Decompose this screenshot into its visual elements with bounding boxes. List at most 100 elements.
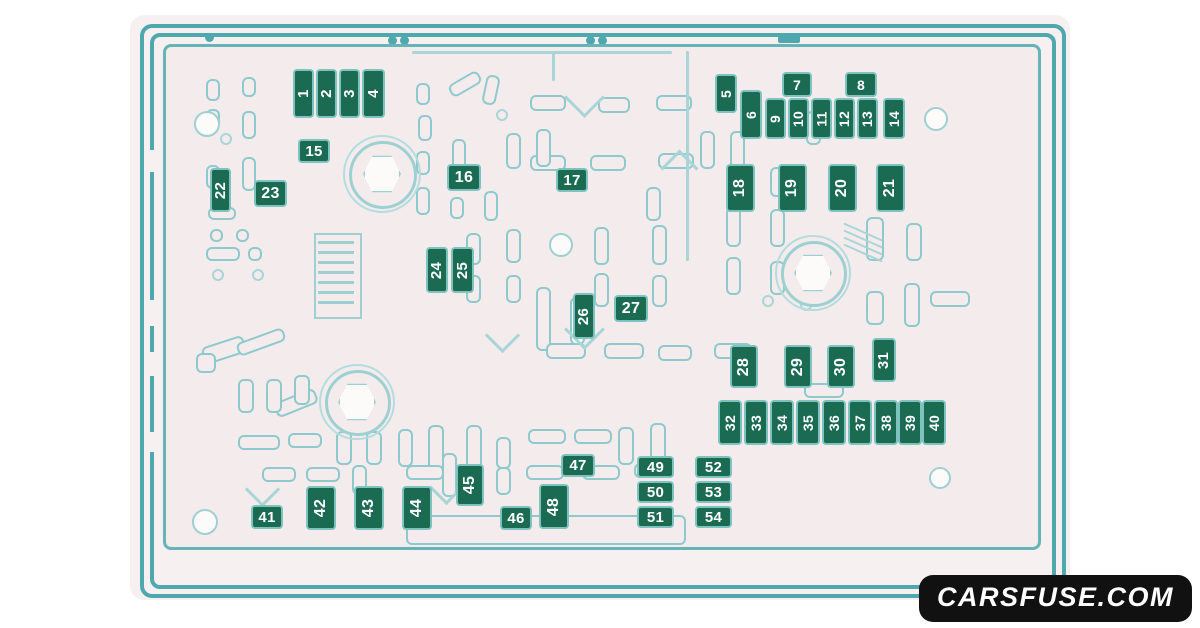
trace-slot [658, 153, 694, 169]
fuse-label: 25 [453, 261, 471, 279]
fuse-label: 43 [360, 498, 377, 518]
trace-slot [206, 79, 220, 101]
fuse-35[interactable]: 35 [796, 400, 820, 445]
trace-slot [618, 427, 634, 465]
fuse-label: 15 [305, 142, 323, 160]
trace-slot [242, 77, 256, 97]
fuse-53[interactable]: 53 [695, 481, 732, 503]
fuse-38[interactable]: 38 [874, 400, 898, 445]
trace-slot [598, 97, 630, 113]
fuse-19[interactable]: 19 [778, 164, 807, 212]
fuse-51[interactable]: 51 [637, 506, 674, 528]
fuse-14[interactable]: 14 [883, 98, 905, 139]
trace-slot [496, 437, 511, 469]
fuse-33[interactable]: 33 [744, 400, 768, 445]
relay-socket-lower-left-outer-ring [319, 364, 395, 440]
fuse-label: 12 [836, 110, 853, 127]
trace-slot [866, 291, 884, 325]
fuse-9[interactable]: 9 [765, 98, 786, 139]
fuse-46[interactable]: 46 [500, 506, 532, 530]
fuse-37[interactable]: 37 [848, 400, 872, 445]
fuse-12[interactable]: 12 [834, 98, 855, 139]
trace-slot [528, 429, 566, 444]
fuse-label: 22 [212, 181, 230, 199]
fuse-10[interactable]: 10 [788, 98, 809, 139]
trace-slot [484, 191, 498, 221]
fuse-47[interactable]: 47 [561, 454, 595, 477]
fuse-label: 8 [856, 76, 866, 93]
fuse-40[interactable]: 40 [922, 400, 946, 445]
trace-slot [496, 467, 511, 495]
trace-slot [196, 353, 216, 373]
frame-notch-right-2 [1038, 300, 1052, 326]
fuse-2[interactable]: 2 [316, 69, 337, 118]
fuse-39[interactable]: 39 [898, 400, 922, 445]
rail-marker-6 [778, 36, 800, 43]
fuse-34[interactable]: 34 [770, 400, 794, 445]
mount-hole-3 [192, 509, 218, 535]
via-dot [252, 269, 264, 281]
fuse-24[interactable]: 24 [426, 247, 448, 293]
fuse-11[interactable]: 11 [811, 98, 832, 139]
fuse-48[interactable]: 48 [539, 484, 569, 529]
fuse-8[interactable]: 8 [845, 72, 877, 97]
fuse-29[interactable]: 29 [784, 345, 812, 388]
fuse-label: 26 [575, 307, 593, 325]
fuse-52[interactable]: 52 [695, 456, 732, 478]
mount-hole-4 [929, 467, 951, 489]
fuse-26[interactable]: 26 [573, 293, 595, 339]
fuse-36[interactable]: 36 [822, 400, 846, 445]
board-frame-outer [140, 24, 1066, 598]
fuse-label: 34 [774, 414, 790, 431]
trace-slot [506, 229, 521, 263]
fuse-45[interactable]: 45 [456, 464, 484, 506]
trace-slot [536, 287, 551, 351]
trace-slot [594, 273, 609, 307]
bus-line-vertical [686, 51, 689, 261]
fuse-23[interactable]: 23 [254, 180, 287, 207]
fuse-22[interactable]: 22 [210, 168, 231, 212]
board-inner-field [163, 44, 1041, 550]
connector-comb-line [318, 261, 354, 264]
fuse-label: 16 [454, 168, 474, 186]
fuse-25[interactable]: 25 [451, 247, 474, 293]
mount-hole-2 [924, 107, 948, 131]
fuse-32[interactable]: 32 [718, 400, 742, 445]
fuse-3[interactable]: 3 [339, 69, 360, 118]
frame-notch-right-3 [1038, 432, 1052, 452]
fuse-label: 21 [881, 178, 899, 198]
trace-slot [242, 157, 256, 191]
fuse-42[interactable]: 42 [306, 486, 336, 530]
trace-slot [294, 375, 310, 405]
fuse-label: 27 [621, 299, 641, 317]
fuse-label: 31 [875, 351, 893, 369]
trace-slot [242, 111, 256, 139]
fuse-15[interactable]: 15 [298, 139, 330, 163]
fuse-49[interactable]: 49 [637, 456, 674, 478]
fuse-1[interactable]: 1 [293, 69, 314, 118]
trace-slot [306, 467, 340, 482]
fuse-27[interactable]: 27 [614, 295, 648, 322]
fuse-41[interactable]: 41 [251, 505, 283, 529]
fuse-7[interactable]: 7 [782, 72, 812, 97]
fuse-6[interactable]: 6 [740, 90, 762, 139]
fuse-31[interactable]: 31 [872, 338, 896, 382]
trace-slot [238, 379, 254, 413]
fuse-54[interactable]: 54 [695, 506, 732, 528]
fuse-43[interactable]: 43 [354, 486, 384, 530]
fuse-17[interactable]: 17 [556, 168, 588, 192]
fuse-50[interactable]: 50 [637, 481, 674, 503]
fuse-30[interactable]: 30 [827, 345, 855, 388]
fuse-label: 17 [563, 171, 581, 189]
fuse-4[interactable]: 4 [362, 69, 385, 118]
rail-marker-4 [586, 36, 595, 45]
fuse-13[interactable]: 13 [857, 98, 878, 139]
fuse-18[interactable]: 18 [726, 164, 755, 212]
fuse-label: 9 [767, 114, 784, 123]
fuse-28[interactable]: 28 [730, 345, 758, 388]
fuse-44[interactable]: 44 [402, 486, 432, 530]
fuse-21[interactable]: 21 [876, 164, 905, 212]
fuse-16[interactable]: 16 [447, 164, 481, 191]
fuse-20[interactable]: 20 [828, 164, 857, 212]
fuse-5[interactable]: 5 [715, 74, 737, 113]
